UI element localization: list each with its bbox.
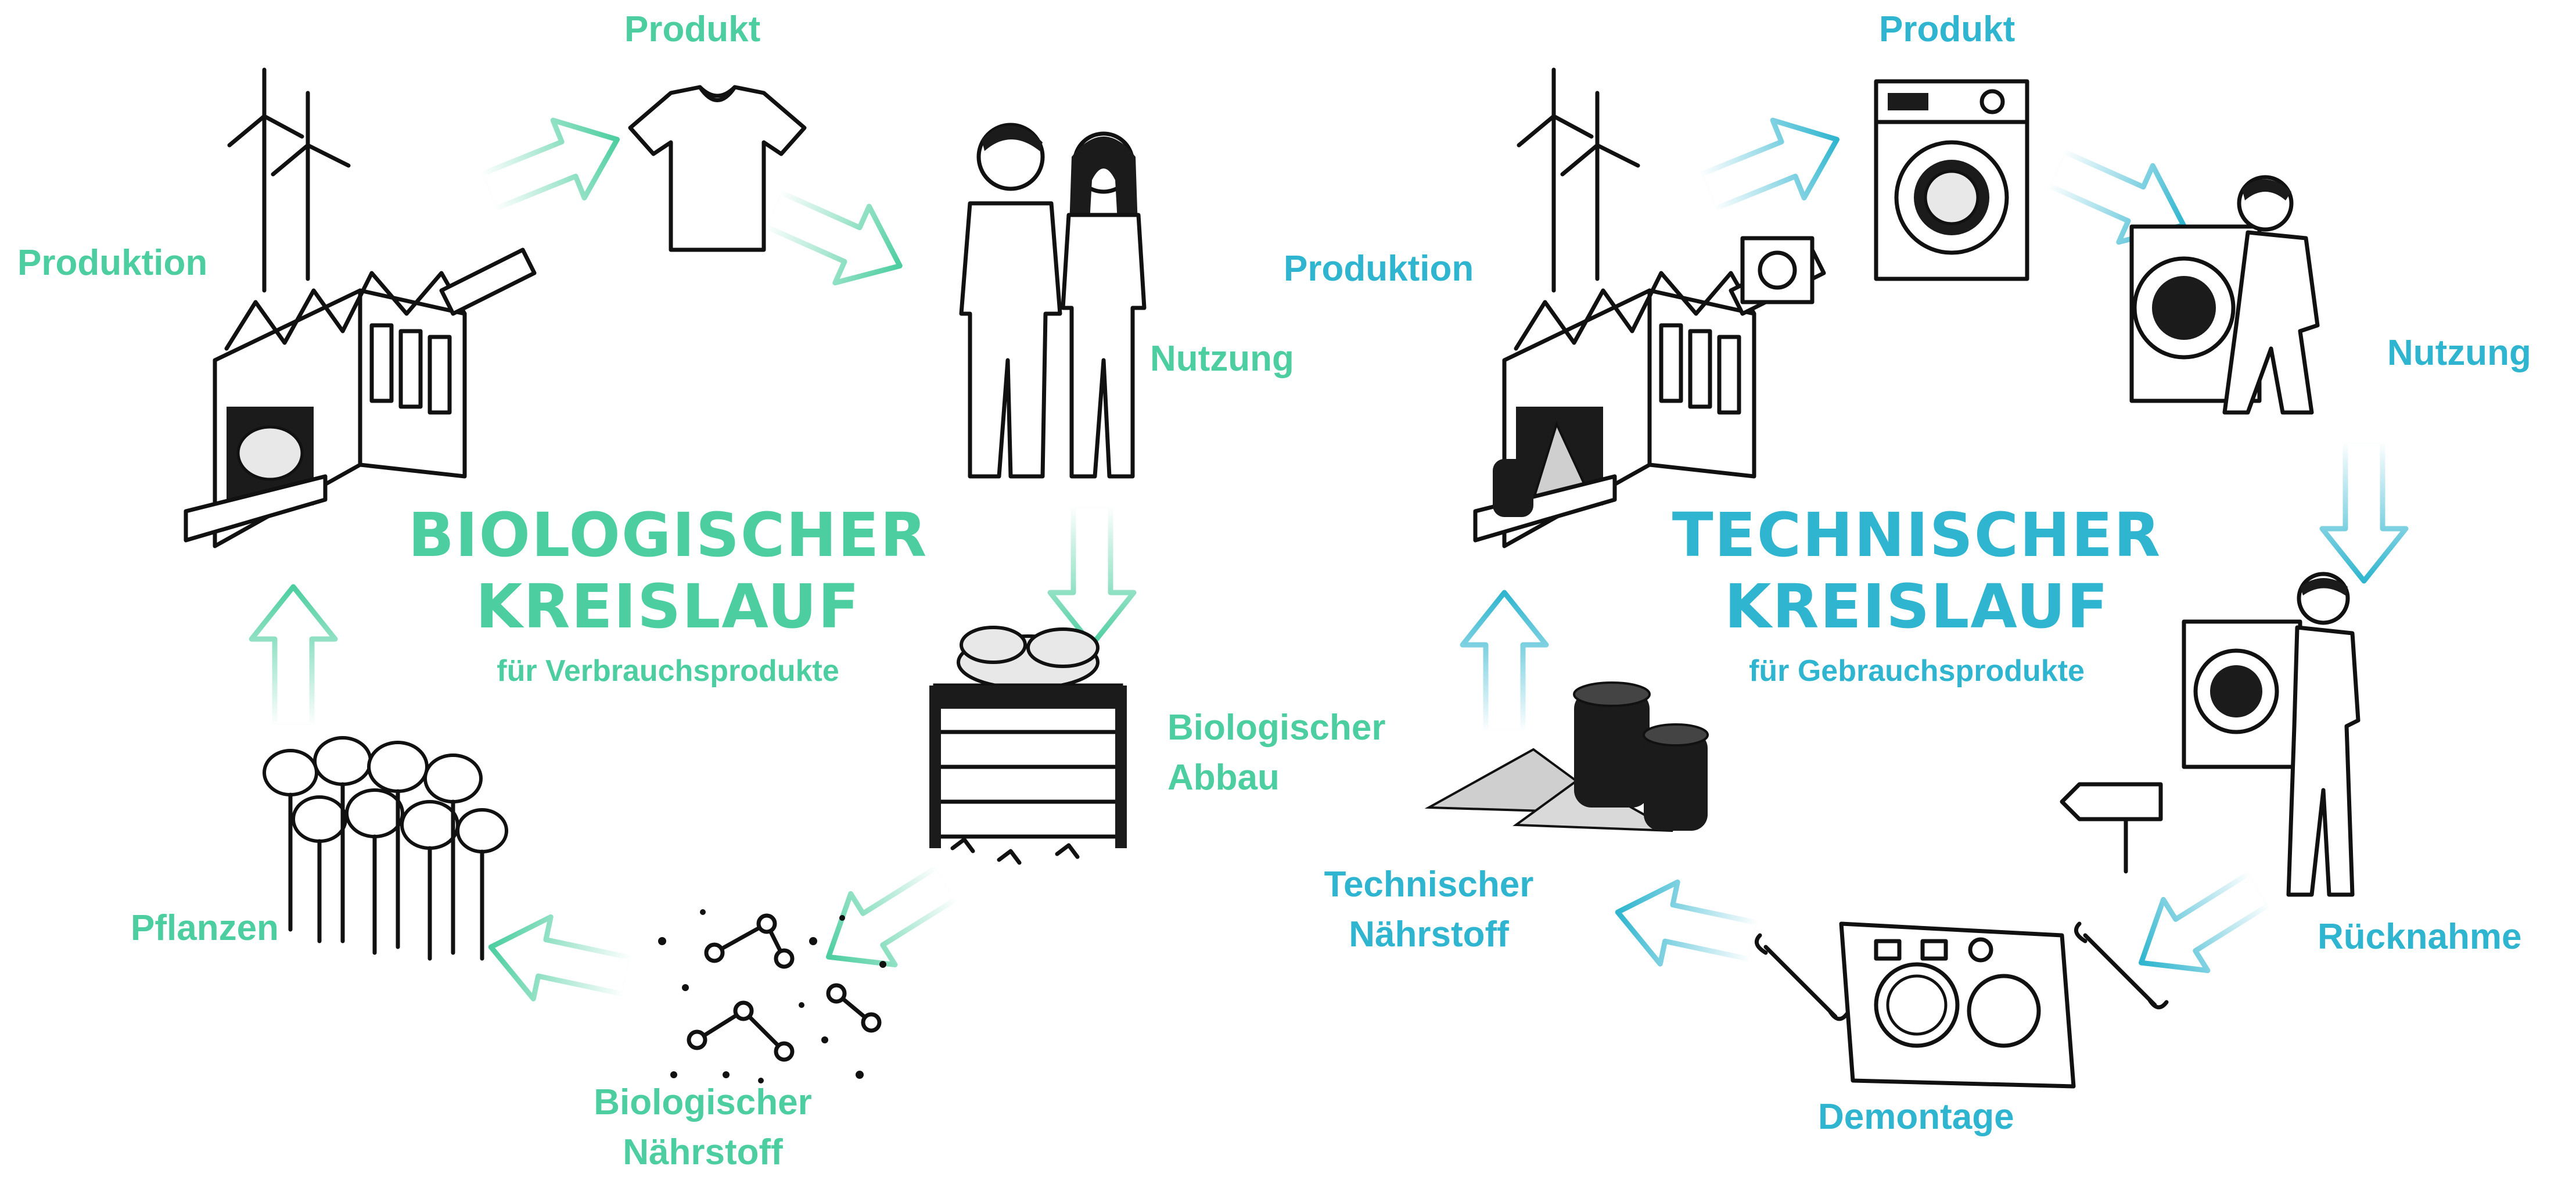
wind-turbine-icon (227, 67, 351, 293)
bio-arrow-production-to-product (472, 101, 633, 230)
tech-title-line2: KREISLAUF (1724, 570, 2110, 642)
tech-label-nutrient-line1: Technischer (1324, 864, 1534, 905)
bio-label-product: Produkt (624, 9, 761, 49)
tech-label-return: Rücknahme (2318, 917, 2522, 957)
bio-arrow-nutrient-to-plants (482, 906, 636, 1017)
tech-title: TECHNISCHER KREISLAUF (1667, 500, 2167, 642)
tech-label-use: Nutzung (2387, 333, 2531, 373)
tech-title-line1: TECHNISCHER (1672, 500, 2162, 570)
bio-label-production: Produktion (17, 243, 208, 283)
nutrient-molecules-icon (658, 909, 886, 1083)
bio-title-line2: KREISLAUF (475, 570, 861, 642)
tech-label-production: Produktion (1284, 249, 1474, 289)
tech-arrow-disassembly-to-nutrient (1609, 871, 1763, 982)
tshirt-icon (628, 85, 807, 252)
bio-label-plants: Pflanzen (131, 908, 279, 948)
person-returning-washer-icon (2060, 572, 2361, 897)
couple-icon (959, 123, 1147, 479)
bio-title-line1: BIOLOGISCHER (408, 500, 928, 570)
tech-arrow-production-to-product (1692, 101, 1852, 230)
bio-title: BIOLOGISCHER KREISLAUF (407, 500, 929, 642)
bio-label-nutrient: Biologischer Nährstoff (563, 1078, 842, 1177)
tech-arrow-return-to-disassembly (2119, 853, 2282, 998)
bio-subtitle: für Verbrauchsprodukte (497, 654, 839, 688)
factory-icon (184, 247, 537, 548)
tech-wind-turbine-icon (1517, 67, 1640, 293)
tech-arrow-use-to-return (2322, 442, 2406, 581)
tech-arrow-nutrient-to-production (1463, 593, 1546, 732)
tech-factory-icon (1473, 236, 1826, 548)
compost-bin-icon (929, 626, 1127, 865)
trees-icon (263, 736, 508, 961)
tech-label-product: Produkt (1879, 9, 2015, 49)
bio-label-decomposition-line1: Biologischer (1167, 708, 1386, 748)
bio-label-decomposition: Biologischer Abbau (1167, 703, 1386, 802)
bio-arrow-product-to-use (756, 171, 917, 304)
tech-label-disassembly: Demontage (1818, 1097, 2014, 1137)
bio-arrow-use-to-decomposition (1050, 505, 1134, 645)
tech-subtitle: für Gebrauchsprodukte (1749, 654, 2085, 688)
bio-label-use: Nutzung (1150, 339, 1294, 379)
tech-label-nutrient-line2: Nährstoff (1349, 914, 1509, 954)
barrels-gravel-icon (1424, 681, 1709, 832)
disassembled-parts-icon (1754, 921, 2169, 1089)
bio-arrow-plants-to-production (252, 587, 335, 726)
tech-label-nutrient: Technischer Nährstoff (1295, 860, 1562, 959)
person-using-washer-icon (2129, 175, 2320, 415)
bio-label-nutrient-line1: Biologischer (594, 1082, 812, 1122)
bio-arrow-decomposition-to-nutrient (806, 848, 969, 992)
washing-machine-icon (1874, 79, 2029, 281)
bio-label-decomposition-line2: Abbau (1167, 757, 1280, 798)
bio-label-nutrient-line2: Nährstoff (623, 1132, 783, 1172)
